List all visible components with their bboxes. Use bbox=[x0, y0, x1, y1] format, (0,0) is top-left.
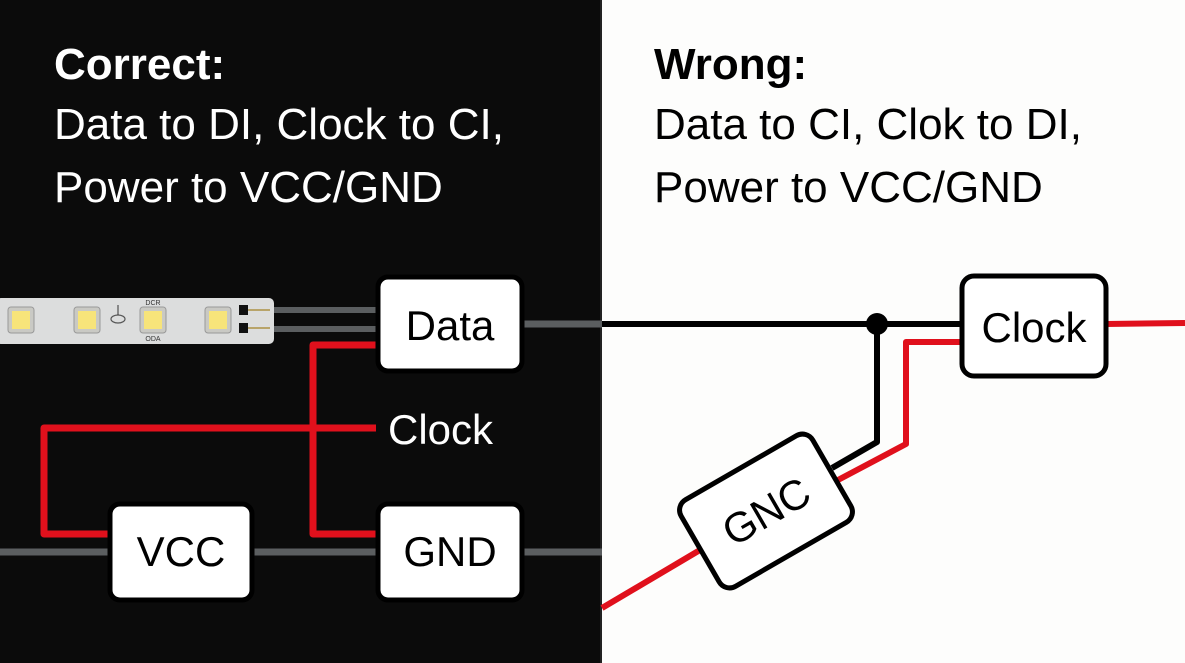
led-strip-pcb bbox=[0, 298, 274, 344]
gnc-box: GNC bbox=[677, 431, 855, 591]
solder-pad-2 bbox=[239, 323, 248, 333]
correct-heading: Correct: bbox=[54, 40, 226, 89]
clock-out-red-wire bbox=[1105, 320, 1185, 327]
strip-label-bottom: ODA bbox=[145, 336, 161, 343]
data-box: Data bbox=[375, 274, 525, 374]
wrong-heading: Wrong: bbox=[654, 40, 808, 89]
wrong-line-1: Data to CI, Clok to DI, bbox=[654, 100, 1082, 149]
clock-box: Clock bbox=[959, 273, 1109, 379]
vcc-box: VCC bbox=[107, 501, 255, 603]
led-strip: DCR ODA bbox=[0, 298, 274, 344]
strip-leads bbox=[270, 307, 378, 332]
gnd-box: GND bbox=[375, 501, 525, 603]
junction-to-gnc-black-wire bbox=[830, 324, 880, 471]
led-emitter bbox=[12, 311, 30, 329]
data-to-gnd-red-wire bbox=[309, 341, 378, 538]
clock-to-vcc-red-wire bbox=[40, 424, 376, 538]
panel-divider bbox=[600, 0, 602, 663]
correct-line-2: Power to VCC/GND bbox=[54, 163, 443, 212]
clock-box-label: Clock bbox=[981, 304, 1087, 351]
clock-label: Clock bbox=[388, 406, 494, 453]
led-emitter bbox=[78, 311, 96, 329]
data-box-label: Data bbox=[406, 302, 495, 349]
correct-line-1: Data to DI, Clock to CI, bbox=[54, 100, 504, 149]
strip-label-top: DCR bbox=[145, 300, 160, 307]
led-emitter bbox=[144, 311, 162, 329]
led-chips bbox=[7, 306, 232, 334]
clock-to-gnc-red-wire bbox=[836, 339, 962, 483]
gnd-box-label: GND bbox=[403, 528, 496, 575]
led-emitter bbox=[209, 311, 227, 329]
vcc-box-label: VCC bbox=[137, 528, 226, 575]
gnc-in-red-wire bbox=[600, 547, 702, 611]
solder-pad-1 bbox=[239, 305, 248, 315]
wrong-line-2: Power to VCC/GND bbox=[654, 163, 1043, 212]
